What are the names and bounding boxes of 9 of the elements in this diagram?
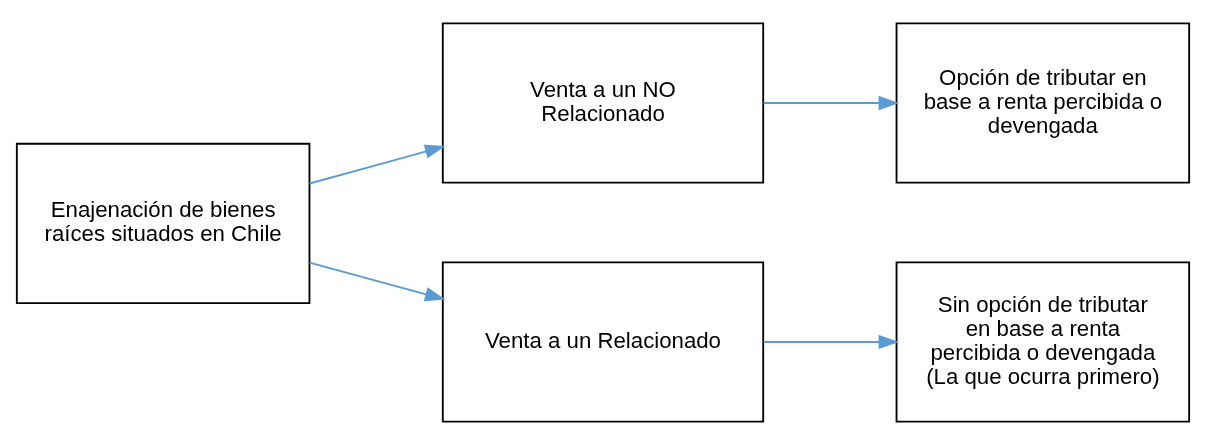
arrow <box>308 144 446 184</box>
node-box: Venta a un NO Relacionado <box>441 22 765 184</box>
node-box: Venta a un Relacionado <box>441 260 765 422</box>
node-box: Enajenación de bienes raíces situados en Chile <box>15 142 311 304</box>
node-box: Sin opción de tributar en base a renta percibida o devengada (La que ocurra primero) <box>895 260 1191 422</box>
arrow <box>308 261 446 301</box>
arrow <box>762 334 899 349</box>
node-box: Opción de tributar en base a renta percibida o devengada <box>895 22 1191 184</box>
arrow <box>762 95 899 110</box>
